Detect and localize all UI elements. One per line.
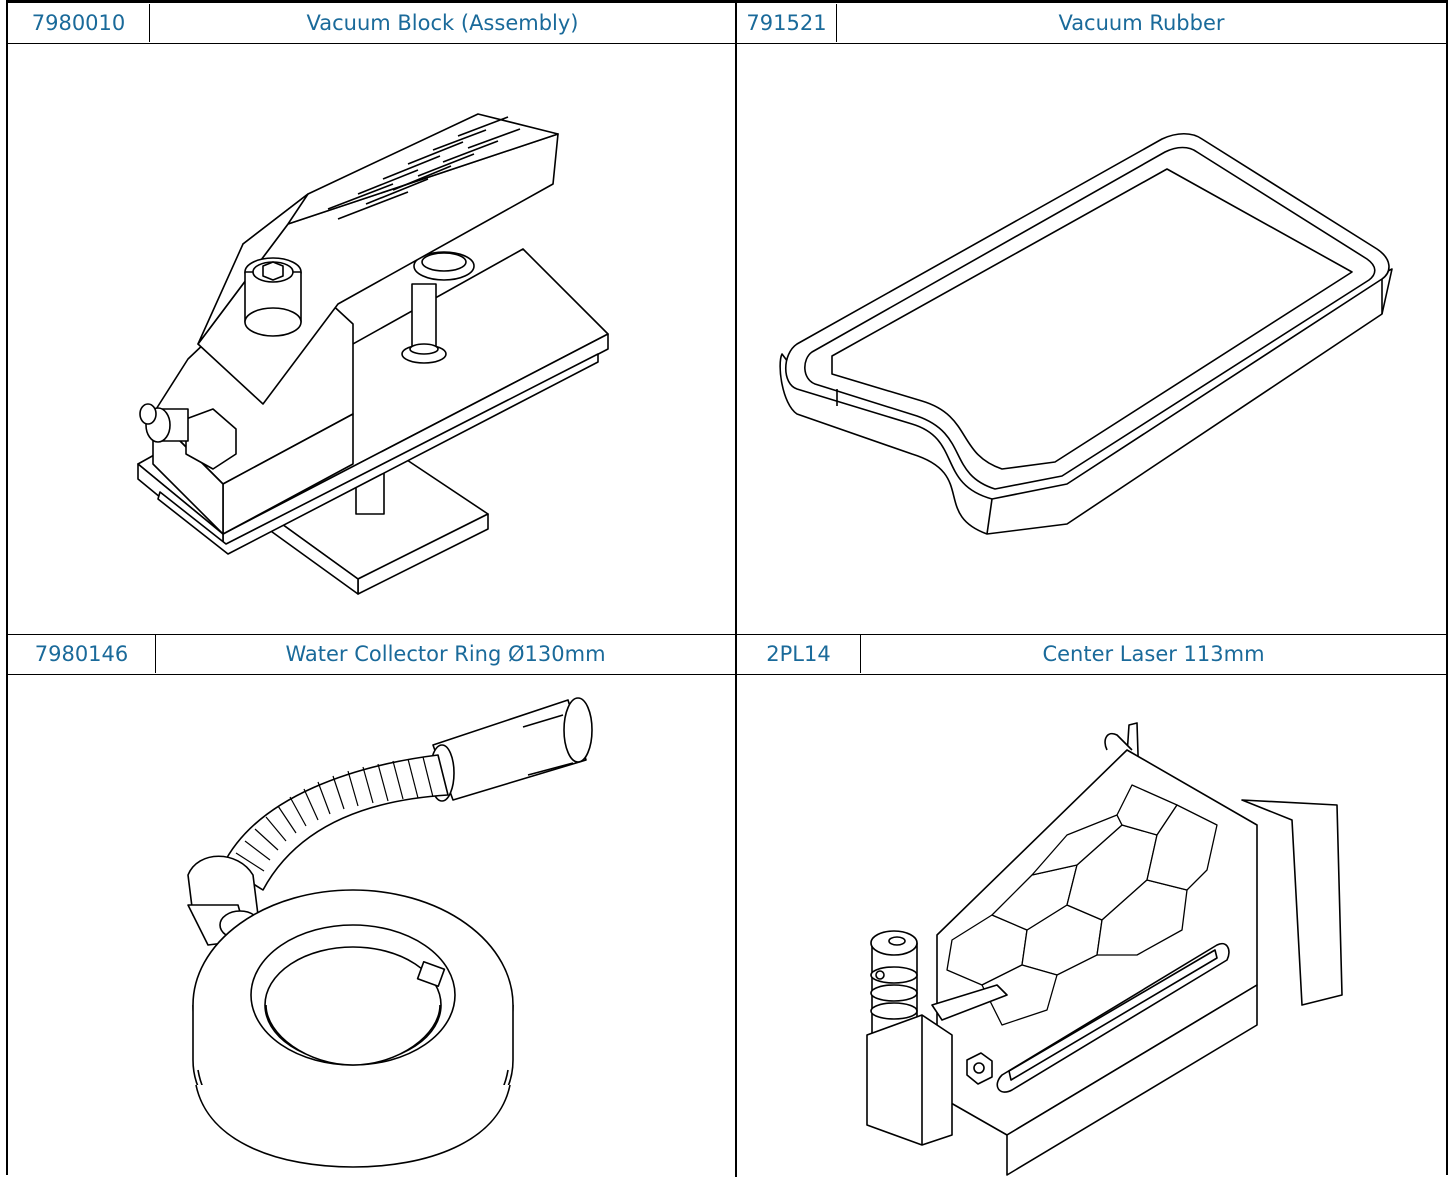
vacuum-rubber-drawing xyxy=(737,44,1446,634)
part-number: 7980146 xyxy=(8,635,156,673)
part-description: Vacuum Block (Assembly) xyxy=(306,11,579,35)
part-header-4: 2PL14 Center Laser 113mm xyxy=(737,635,1446,673)
water-collector-ring-drawing xyxy=(8,675,735,1177)
grid-line xyxy=(8,2,1446,3)
part-header-1: 7980010 Vacuum Block (Assembly) xyxy=(8,4,735,42)
part-number: 791521 xyxy=(737,4,837,42)
grid-line xyxy=(8,634,1446,635)
grid-line xyxy=(8,43,1446,44)
part-description: Center Laser 113mm xyxy=(1042,642,1265,666)
vacuum-block-drawing xyxy=(8,44,735,634)
center-laser-drawing xyxy=(737,675,1446,1177)
part-number: 2PL14 xyxy=(737,635,861,673)
center-divider xyxy=(735,2,737,1177)
grid-line xyxy=(8,674,1446,675)
part-header-3: 7980146 Water Collector Ring Ø130mm xyxy=(8,635,735,673)
parts-sheet: 7980010 Vacuum Block (Assembly) 791521 V… xyxy=(6,0,1448,1177)
part-description: Vacuum Rubber xyxy=(1058,11,1225,35)
part-number: 7980010 xyxy=(8,4,150,42)
part-description: Water Collector Ring Ø130mm xyxy=(285,642,606,666)
part-header-2: 791521 Vacuum Rubber xyxy=(737,4,1446,42)
